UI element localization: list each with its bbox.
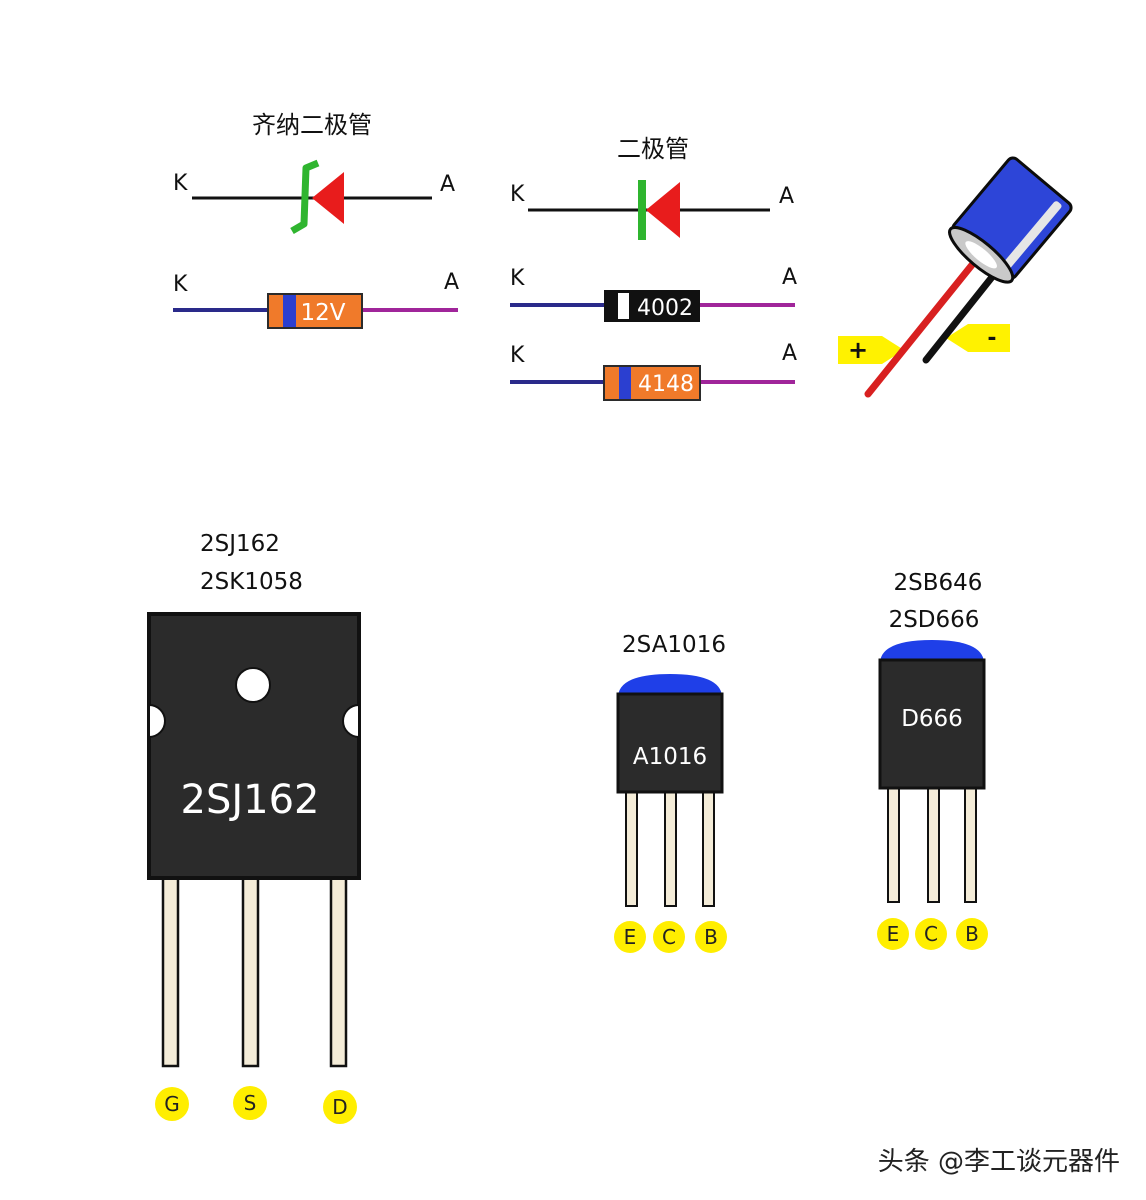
zener-component-k-label: K bbox=[173, 272, 188, 297]
watermark-text: 头条 @李工谈元器件 bbox=[878, 1147, 1120, 1177]
transistor2-pin-label-c: C bbox=[924, 922, 938, 946]
mosfet-part-1: 2SJ162 bbox=[200, 531, 280, 557]
transistor-2sd666: 2SB646 2SD666 D666 E C B bbox=[877, 570, 988, 950]
capacitor-plus-tag bbox=[838, 336, 904, 364]
capacitor-plus-label: + bbox=[848, 336, 868, 364]
mosfet-pin-badge-s bbox=[233, 1086, 267, 1120]
transistor2-cap bbox=[880, 640, 984, 662]
transistor2-pin-e bbox=[887, 785, 900, 903]
transistor2-part-2: 2SD666 bbox=[889, 607, 980, 633]
transistor1-pin-label-b: B bbox=[704, 925, 718, 949]
transistor2-pin-c bbox=[927, 785, 940, 903]
transistor1-pin-label-e: E bbox=[624, 925, 637, 949]
mosfet-pin-g bbox=[161, 874, 180, 1068]
mosfet-section: 2SJ162 2SK1058 2SJ162 G S D bbox=[147, 531, 361, 1124]
transistor2-pin-badge-c bbox=[915, 918, 947, 950]
mosfet-pin-badge-g bbox=[155, 1087, 189, 1121]
diode-title: 二极管 bbox=[617, 135, 689, 163]
diode1-cathode-band bbox=[618, 293, 629, 319]
zener-component: K A 12V bbox=[173, 270, 459, 329]
mosfet-pins bbox=[161, 874, 348, 1068]
zener-section: 齐纳二极管 K A K A 12V bbox=[173, 111, 459, 329]
mosfet-pin-d bbox=[329, 874, 348, 1068]
diode-symbol-triangle bbox=[646, 182, 680, 238]
diode-section: 二极管 K A K A 4002 K A 4148 bbox=[510, 135, 797, 401]
zener-cathode-band bbox=[283, 295, 296, 327]
mosfet-pin-label-s: S bbox=[244, 1091, 257, 1115]
transistor1-pin-c bbox=[664, 789, 677, 907]
diode2-a-label: A bbox=[782, 341, 797, 366]
mosfet-package bbox=[147, 612, 361, 880]
mosfet-mount-hole bbox=[235, 667, 271, 703]
transistor1-pins bbox=[625, 789, 715, 907]
transistor1-pin-labels: E C B bbox=[614, 921, 727, 953]
diode-symbol-k-label: K bbox=[510, 182, 525, 207]
mosfet-marking: 2SJ162 bbox=[181, 777, 320, 823]
diode1-a-label: A bbox=[782, 265, 797, 290]
capacitor-stripe bbox=[1003, 201, 1062, 269]
capacitor-lead-negative bbox=[922, 258, 1008, 364]
electrolytic-capacitor: + - bbox=[838, 156, 1073, 398]
mosfet-pin-badge-d bbox=[323, 1090, 357, 1124]
diode2-marking: 4148 bbox=[638, 372, 694, 397]
zener-symbol: K A bbox=[173, 159, 455, 235]
transistor1-part: 2SA1016 bbox=[622, 632, 726, 658]
diode1-marking: 4002 bbox=[637, 296, 693, 321]
transistor1-pin-label-c: C bbox=[662, 925, 676, 949]
zener-title: 齐纳二极管 bbox=[252, 111, 372, 139]
transistor2-pin-label-e: E bbox=[887, 922, 900, 946]
capacitor-body bbox=[948, 156, 1073, 284]
zener-symbol-k-label: K bbox=[173, 171, 188, 196]
mosfet-notch-left bbox=[148, 703, 166, 739]
transistor2-pin-b bbox=[964, 785, 977, 903]
mosfet-pin-s bbox=[241, 874, 260, 1068]
transistor1-pin-e bbox=[625, 789, 638, 907]
mosfet-part-2: 2SK1058 bbox=[200, 569, 303, 595]
mosfet-pin-label-g: G bbox=[164, 1092, 180, 1116]
diode-symbol-bar bbox=[638, 180, 646, 240]
diode2-k-label: K bbox=[510, 343, 525, 368]
diode-component-4002: K A 4002 bbox=[510, 265, 797, 322]
mosfet-notch-right bbox=[342, 703, 360, 739]
transistor1-pin-badge-c bbox=[653, 921, 685, 953]
diode-symbol: K A bbox=[510, 180, 794, 240]
transistor1-marking: A1016 bbox=[633, 744, 707, 770]
capacitor-minus-label: - bbox=[987, 326, 996, 351]
transistor2-pin-labels: E C B bbox=[877, 918, 988, 950]
transistor1-cap bbox=[618, 674, 722, 696]
zener-symbol-a-label: A bbox=[440, 172, 455, 197]
mosfet-pin-label-d: D bbox=[332, 1095, 347, 1119]
diode2-cathode-band bbox=[619, 367, 631, 399]
mosfet-pin-labels: G S D bbox=[155, 1086, 357, 1124]
transistor-2sa1016: 2SA1016 A1016 E C B bbox=[614, 632, 727, 953]
diode1-k-label: K bbox=[510, 266, 525, 291]
diode-component-4148: K A 4148 bbox=[510, 341, 797, 401]
transistor2-pin-label-b: B bbox=[965, 922, 979, 946]
transistor1-body bbox=[616, 692, 724, 794]
zener-component-a-label: A bbox=[444, 270, 459, 295]
transistor1-pin-badge-b bbox=[695, 921, 727, 953]
transistor2-pin-badge-e bbox=[877, 918, 909, 950]
transistor2-pin-badge-b bbox=[956, 918, 988, 950]
transistor1-pin-badge-e bbox=[614, 921, 646, 953]
transistor2-pins bbox=[887, 785, 977, 903]
transistor1-pin-b bbox=[702, 789, 715, 907]
transistor2-body bbox=[878, 658, 986, 790]
capacitor-lead-positive bbox=[864, 246, 988, 398]
zener-symbol-bar bbox=[290, 159, 320, 235]
capacitor-minus-tag bbox=[946, 324, 1010, 352]
diode-symbol-a-label: A bbox=[779, 184, 794, 209]
transistor2-part-1: 2SB646 bbox=[894, 570, 983, 596]
transistor2-marking: D666 bbox=[901, 706, 963, 732]
zener-marking: 12V bbox=[300, 300, 345, 326]
zener-symbol-triangle bbox=[312, 172, 344, 224]
